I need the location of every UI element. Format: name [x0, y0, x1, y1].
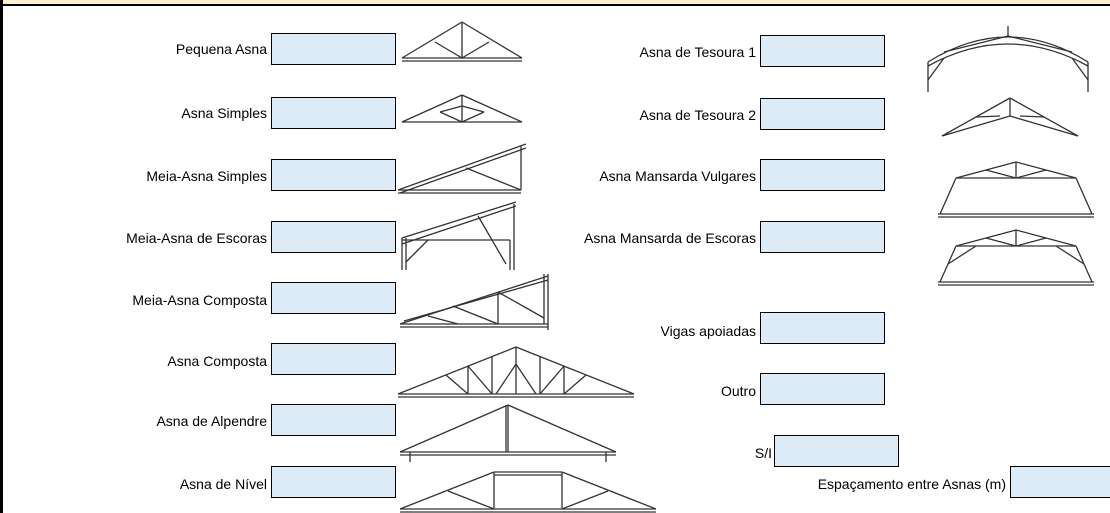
label-asna-composta: Asna Composta	[167, 353, 267, 369]
asna-mansarda-vulgares-diagram	[938, 161, 1094, 218]
label-pequena-asna: Pequena Asna	[175, 41, 267, 57]
input-meia-asna-composta[interactable]	[271, 282, 396, 314]
input-asna-alpendre[interactable]	[271, 404, 396, 436]
asna-tesoura-2-diagram	[941, 97, 1079, 137]
label-espacamento: Espaçamento entre Asnas (m)	[817, 476, 1006, 492]
label-asna-tesoura-1: Asna de Tesoura 1	[639, 44, 757, 60]
input-asna-mansarda-escoras[interactable]	[760, 221, 885, 253]
asna-simples-diagram	[401, 94, 523, 123]
input-meia-asna-escoras[interactable]	[271, 221, 396, 253]
pequena-asna-diagram	[401, 21, 523, 62]
top-bar	[0, 0, 1110, 6]
label-outro: Outro	[720, 383, 756, 399]
label-meia-asna-composta: Meia-Asna Composta	[132, 292, 267, 308]
input-asna-nivel[interactable]	[271, 466, 396, 498]
asna-mansarda-escoras-diagram	[938, 229, 1094, 286]
input-pequena-asna[interactable]	[271, 33, 396, 65]
input-asna-composta[interactable]	[271, 343, 396, 375]
input-asna-tesoura-2[interactable]	[760, 98, 885, 130]
label-meia-asna-simples: Meia-Asna Simples	[146, 168, 267, 184]
asna-tesoura-1-diagram	[927, 26, 1089, 92]
input-outro[interactable]	[760, 373, 885, 405]
label-vigas-apoiadas: Vigas apoiadas	[660, 323, 756, 339]
label-asna-alpendre: Asna de Alpendre	[156, 413, 267, 429]
input-espacamento[interactable]	[1010, 466, 1110, 498]
label-asna-simples: Asna Simples	[181, 105, 267, 121]
input-asna-tesoura-1[interactable]	[760, 35, 885, 67]
asna-composta-diagram	[397, 346, 635, 398]
label-meia-asna-escoras: Meia-Asna de Escoras	[126, 230, 267, 246]
meia-asna-composta-diagram	[399, 274, 549, 330]
input-vigas-apoiadas[interactable]	[760, 312, 885, 344]
label-asna-nivel: Asna de Nível	[179, 476, 267, 492]
input-asna-mansarda-vulgares[interactable]	[760, 159, 885, 191]
input-meia-asna-simples[interactable]	[271, 159, 396, 191]
label-si: S/I	[754, 445, 772, 461]
label-asna-mansarda-vulgares: Asna Mansarda Vulgares	[599, 168, 756, 184]
label-asna-tesoura-2: Asna de Tesoura 2	[639, 107, 757, 123]
meia-asna-simples-diagram	[397, 143, 527, 194]
label-asna-mansarda-escoras: Asna Mansarda de Escoras	[584, 230, 756, 246]
asna-alpendre-diagram	[399, 404, 617, 462]
input-si[interactable]	[774, 435, 899, 467]
input-asna-simples[interactable]	[271, 97, 396, 129]
meia-asna-escoras-diagram	[401, 201, 517, 270]
asna-nivel-diagram	[399, 471, 657, 513]
